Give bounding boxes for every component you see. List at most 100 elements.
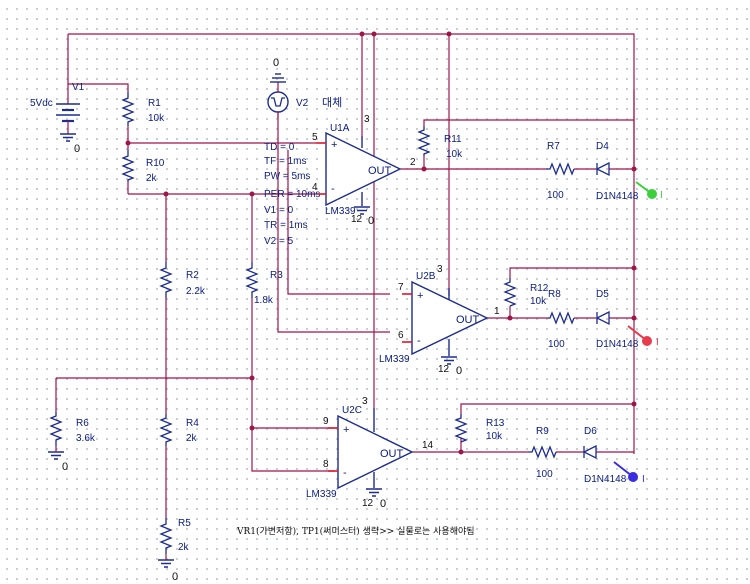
schematic-note: VR1(가변저항), TP1(써미스터) 생략>> 실물로는 사용해야됨 <box>236 525 475 537</box>
junction-dot <box>371 31 377 37</box>
junction-dot <box>446 31 452 37</box>
junction-dot <box>631 315 637 321</box>
r13-resistor[interactable] <box>454 414 468 443</box>
u1a-comparator[interactable]: + - <box>316 131 402 215</box>
r5-resistor[interactable] <box>159 518 173 554</box>
v1-value: 5Vdc <box>30 98 53 109</box>
v2-param: TF = 1ms <box>264 156 307 167</box>
u2b-pin-vcc: 3 <box>437 264 443 275</box>
v1-gnd-label: 0 <box>74 143 80 155</box>
junction-dot <box>458 449 464 455</box>
r4-name: R4 <box>186 418 199 429</box>
v2-source[interactable] <box>267 73 289 118</box>
v2-params: TD = 0 TF = 1ms PW = 5ms PER = 10ms V1 =… <box>264 142 320 247</box>
r3-value: 1.8k <box>254 295 274 306</box>
junction-dot <box>507 315 513 321</box>
junction-dot <box>163 191 169 197</box>
u2c-name: U2C <box>342 405 362 416</box>
u1a-pin-gnd: 12 <box>351 214 363 225</box>
v2-param: TR = 1ms <box>264 220 308 231</box>
r2-value: 2.2k <box>186 286 206 297</box>
plus-icon: + <box>417 290 423 302</box>
probe-green-label: I <box>660 190 663 201</box>
wire-d4-rail <box>609 90 635 170</box>
r3-name: R3 <box>270 270 283 281</box>
v1-battery[interactable]: V1 5Vdc 0 <box>30 82 85 155</box>
u1a-name: U1A <box>330 123 350 134</box>
d6-diode[interactable] <box>582 444 597 460</box>
r1-value: 10k <box>148 113 165 124</box>
plus-icon: + <box>343 424 349 436</box>
r6-value: 3.6k <box>76 433 96 444</box>
junction-dot <box>359 31 365 37</box>
u1a-out-label: OUT <box>368 165 392 177</box>
r6-name: R6 <box>76 418 89 429</box>
u2c-comparator[interactable]: + - <box>328 408 414 497</box>
r3-resistor[interactable] <box>245 262 259 298</box>
r10-value: 2k <box>146 173 158 184</box>
r5-name: R5 <box>178 518 191 529</box>
r11-resistor[interactable] <box>417 126 431 156</box>
u2c-pin-plus: 9 <box>323 416 329 427</box>
d5-value: D1N4148 <box>596 339 639 350</box>
r1-resistor[interactable] <box>121 92 135 126</box>
v1-name: V1 <box>72 82 85 93</box>
u2c-pin-minus: 8 <box>323 459 329 470</box>
d5-diode[interactable] <box>595 310 610 326</box>
r5-value: 2k <box>178 542 190 553</box>
junction-dot <box>631 166 637 172</box>
r4-resistor[interactable] <box>159 414 173 446</box>
probe-blue-label: I <box>642 474 645 485</box>
r6-ground-icon <box>47 451 65 460</box>
u2b-out-label: OUT <box>456 314 480 326</box>
wire-v1-r1 <box>68 83 129 92</box>
u2c-gnd-label: 0 <box>380 498 386 510</box>
d4-name: D4 <box>596 141 609 152</box>
r13-name: R13 <box>486 418 505 429</box>
wire-r3-u2c <box>251 298 335 472</box>
junction-dot <box>249 425 255 431</box>
r2-resistor[interactable] <box>159 262 173 298</box>
u2c-out-label: OUT <box>380 448 404 460</box>
v2-param: PER = 10ms <box>264 189 320 200</box>
r6-resistor[interactable] <box>49 412 63 446</box>
r11-value: 10k <box>446 149 463 160</box>
d6-value: D1N4148 <box>584 474 627 485</box>
r12-value: 10k <box>530 296 547 307</box>
r1-name: R1 <box>148 98 161 109</box>
r7-resistor[interactable] <box>546 162 575 176</box>
r13-value: 10k <box>486 431 503 442</box>
v2-gnd-label: 0 <box>273 57 279 69</box>
junction-dot <box>631 265 637 271</box>
u2b-name: U2B <box>416 271 436 282</box>
r8-resistor[interactable] <box>548 311 575 325</box>
v2-param: PW = 5ms <box>264 171 310 182</box>
probe-green-icon[interactable] <box>635 181 657 199</box>
r10-resistor[interactable] <box>121 150 135 182</box>
d4-diode[interactable] <box>595 161 610 177</box>
r7-value: 100 <box>547 190 564 201</box>
r8-name: R8 <box>548 289 561 300</box>
junction-dot <box>249 375 255 381</box>
r12-resistor[interactable] <box>503 278 517 307</box>
u2c-pin-vcc: 3 <box>362 396 368 407</box>
u2b-pin-gnd: 12 <box>438 364 450 375</box>
r9-resistor[interactable] <box>528 445 557 459</box>
v2-name: V2 <box>296 98 309 109</box>
v2-param: TD = 0 <box>264 142 295 153</box>
junction-dot <box>249 191 255 197</box>
u1a-part: LM339 <box>325 206 356 217</box>
r9-value: 100 <box>536 469 553 480</box>
u2c-pin-out: 14 <box>422 440 434 451</box>
r4-value: 2k <box>186 433 198 444</box>
probe-red-icon[interactable] <box>627 325 652 346</box>
wire-v2-to-u2b <box>287 150 390 295</box>
r5-gnd-label: 0 <box>172 571 178 583</box>
u1a-pin-minus: 4 <box>312 182 318 193</box>
probe-blue-icon[interactable] <box>613 461 638 482</box>
r7-name: R7 <box>547 141 560 152</box>
v2-param: V2 = 5 <box>264 236 294 247</box>
u2b-comparator[interactable]: + - <box>402 280 489 365</box>
